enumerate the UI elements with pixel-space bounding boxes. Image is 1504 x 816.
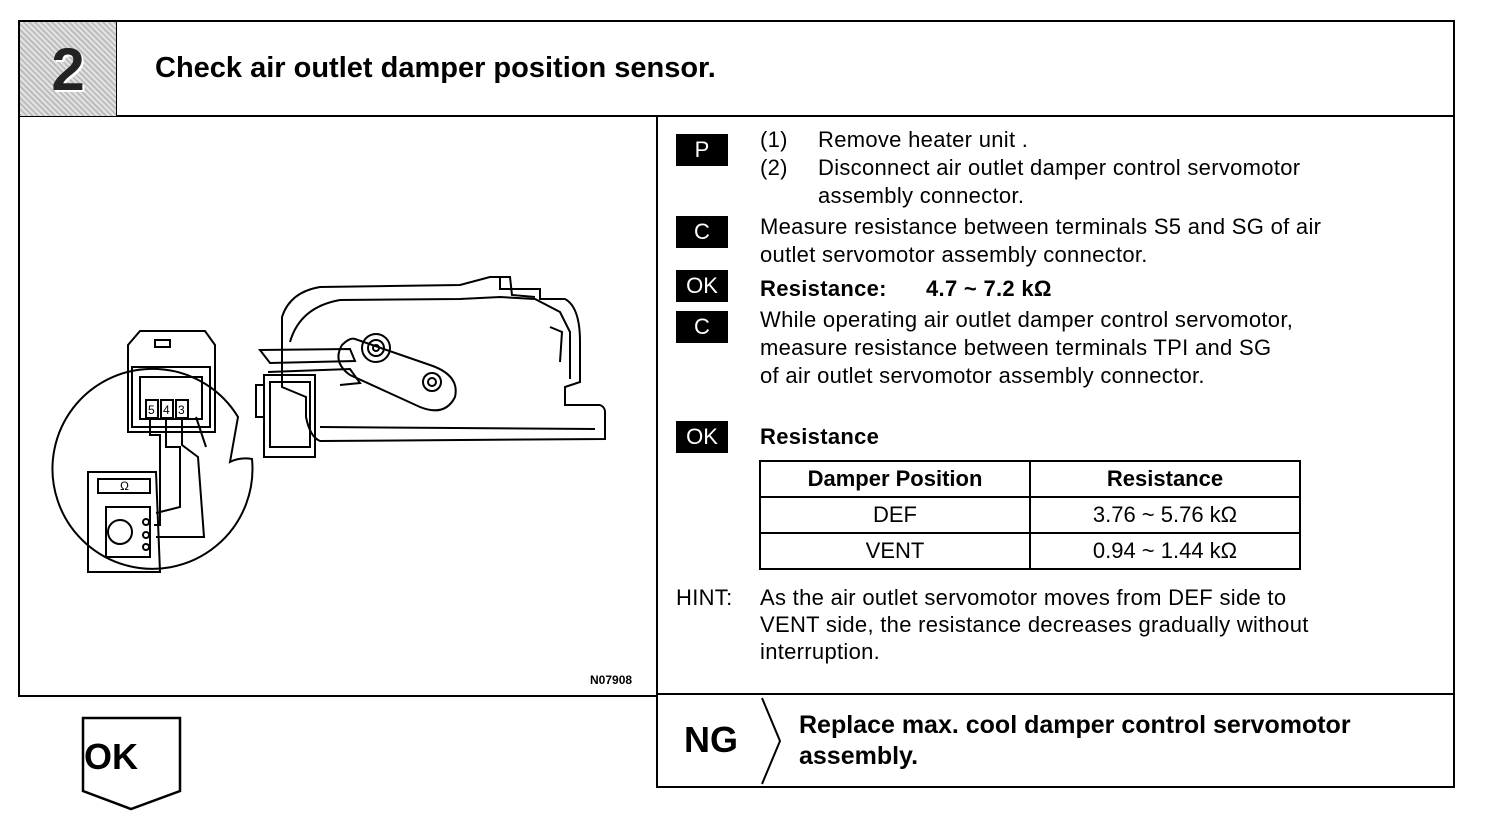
table-header-row: Damper Position Resistance (759, 460, 1301, 498)
terminal-label-3: 3 (178, 403, 185, 417)
frame-top (18, 20, 1455, 22)
ok1-value: 4.7 ~ 7.2 kΩ (926, 276, 1052, 301)
ok-arrow-box (81, 716, 182, 811)
step-number-box (20, 22, 116, 116)
meter-symbol: Ω (120, 479, 129, 493)
frame-left (18, 20, 20, 697)
p-step-2-text: Disconnect air outlet damper control ser… (818, 155, 1301, 180)
table-row: DEF 3.76 ~ 5.76 kΩ (759, 496, 1301, 534)
step-number: 2 (51, 35, 85, 103)
table-cell: 0.94 ~ 1.44 kΩ (1029, 532, 1301, 570)
table-header-cell: Damper Position (759, 460, 1031, 498)
hint-line-2: VENT side, the resistance decreases grad… (760, 612, 1309, 637)
p-step-2-cont: assembly connector. (818, 183, 1025, 208)
page-title: Check air outlet damper position sensor. (155, 52, 716, 84)
badge-c-2: C (676, 311, 728, 343)
table-cell: VENT (759, 532, 1031, 570)
terminal-label-4: 4 (163, 403, 170, 417)
column-divider (656, 115, 658, 788)
ng-chevron (761, 697, 782, 785)
connector-illustration: Ω 5 4 3 (51, 276, 606, 573)
badge-p: P (676, 134, 728, 166)
ng-bottom (656, 786, 1455, 788)
hint-line-1: As the air outlet servomotor moves from … (760, 585, 1287, 610)
badge-ok-1: OK (676, 270, 728, 302)
figure-code: N07908 (590, 673, 633, 687)
ng-top (656, 693, 1455, 695)
table-cell: 3.76 ~ 5.76 kΩ (1029, 496, 1301, 534)
hint-line-3: interruption. (760, 639, 881, 664)
header-divider (18, 115, 1455, 117)
step-box-border (115, 20, 117, 116)
ng-action: Replace max. cool damper control servomo… (799, 710, 1351, 772)
table-row: VENT 0.94 ~ 1.44 kΩ (759, 532, 1301, 570)
table-header-cell: Resistance (1029, 460, 1301, 498)
c2-line-2: measure resistance between terminals TPI… (760, 335, 1272, 360)
c1-line-1: Measure resistance between terminals S5 … (760, 214, 1322, 239)
figure-bottom (18, 695, 658, 697)
resistance-table: Damper Position Resistance DEF 3.76 ~ 5.… (759, 460, 1301, 570)
ng-action-line-1: Replace max. cool damper control servomo… (799, 711, 1351, 739)
hint-label: HINT: (676, 585, 733, 610)
c2-line-1: While operating air outlet damper contro… (760, 307, 1294, 332)
frame-right (1453, 20, 1455, 788)
ok2-label: Resistance (760, 424, 880, 449)
p-step-2-num: (2) (760, 155, 788, 180)
c1-line-2: outlet servomotor assembly connector. (760, 242, 1148, 267)
badge-ok-2: OK (676, 421, 728, 453)
p-step-1-text: Remove heater unit . (818, 127, 1029, 152)
table-cell: DEF (759, 496, 1031, 534)
ng-label: NG (684, 719, 738, 760)
terminal-label-5: 5 (148, 403, 155, 417)
ng-action-line-2: assembly. (799, 742, 919, 770)
p-step-1-num: (1) (760, 127, 788, 152)
ok-result-label: OK (84, 736, 138, 777)
c2-line-3: of air outlet servomotor assembly connec… (760, 363, 1205, 388)
ok1-label: Resistance: (760, 276, 887, 301)
badge-c-1: C (676, 216, 728, 248)
